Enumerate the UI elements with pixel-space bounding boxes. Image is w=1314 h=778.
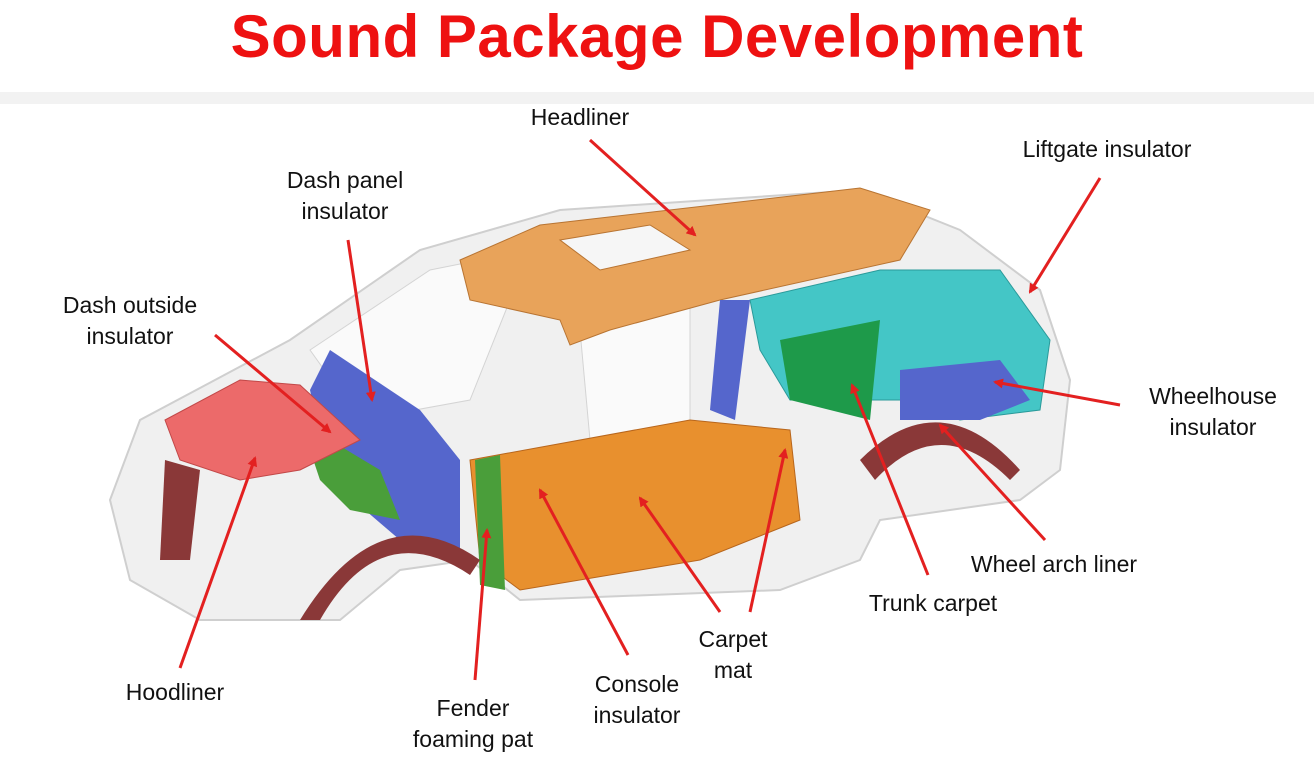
arrow-wheel-arch xyxy=(938,423,1047,542)
arrow-dash-panel xyxy=(346,239,376,402)
label-headliner: Headliner xyxy=(530,104,630,130)
label-wheel-arch: Wheel arch liner xyxy=(970,551,1138,577)
label-fender: Fender foaming pat xyxy=(413,693,533,755)
label-line: mat xyxy=(713,657,753,683)
arrow-dash-outside xyxy=(214,333,332,434)
arrow-wheelhouse xyxy=(993,378,1121,407)
label-line: insulator xyxy=(593,702,681,728)
dash-panel-part xyxy=(310,350,460,560)
label-console: Console insulator xyxy=(594,669,681,731)
label-hoodliner: Hoodliner xyxy=(125,679,225,705)
label-line: Console xyxy=(594,671,680,697)
label-line: insulator xyxy=(86,323,174,349)
label-dash-panel: Dash panel insulator xyxy=(287,165,403,227)
arrows xyxy=(178,138,1121,681)
arrow-headliner xyxy=(588,138,697,237)
arrow-console xyxy=(538,488,630,656)
label-line: foaming pat xyxy=(412,726,534,752)
label-line: Dash outside xyxy=(62,292,198,318)
sunroof xyxy=(558,224,692,271)
front-arch-liner xyxy=(300,535,480,620)
label-wheelhouse: Wheelhouse insulator xyxy=(1149,381,1277,443)
label-line: Carpet xyxy=(698,626,768,652)
front-inner-liner xyxy=(160,460,200,560)
arrow-carpet-mat-1 xyxy=(638,496,722,613)
rear-arch-liner xyxy=(860,422,1020,480)
label-line: insulator xyxy=(1169,414,1257,440)
label-dash-outside: Dash outside insulator xyxy=(63,290,197,352)
arrow-trunk-carpet xyxy=(850,383,930,576)
hoodliner-part xyxy=(164,379,361,481)
divider xyxy=(0,92,1314,104)
label-trunk-carpet: Trunk carpet xyxy=(868,590,998,616)
rear-inner-arch xyxy=(710,300,750,420)
page-title: Sound Package Development xyxy=(230,3,1084,70)
label-line: Fender xyxy=(436,695,510,721)
label-line: Wheelhouse xyxy=(1149,383,1277,409)
label-line: Dash panel xyxy=(286,167,404,193)
label-line: insulator xyxy=(301,198,389,224)
fender-foam-part xyxy=(475,455,505,590)
arrow-carpet-mat-2 xyxy=(748,448,789,613)
wheelhouse-part xyxy=(900,360,1030,420)
label-liftgate: Liftgate insulator xyxy=(1022,136,1192,162)
label-carpet-mat: Carpet mat xyxy=(698,624,767,686)
arrow-hoodliner xyxy=(178,456,258,669)
title-band xyxy=(0,0,1314,92)
arrow-fender xyxy=(473,528,492,681)
arrow-liftgate xyxy=(1028,177,1102,294)
